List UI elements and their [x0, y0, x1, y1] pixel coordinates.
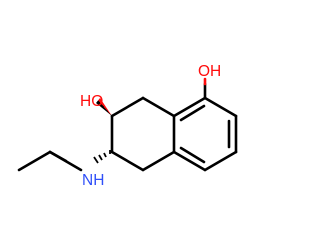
bond-ar-6-inner [179, 104, 206, 122]
hashed-wedge-nh [93, 150, 111, 164]
bond-ar-4-inner [179, 146, 206, 164]
bond-ar-3 [203, 150, 238, 172]
bond-ar-1 [203, 96, 238, 118]
bond-c1-c2 [17, 150, 52, 172]
bond-sat-1 [141, 96, 176, 118]
bond-n-c1-black [48, 150, 68, 163]
bond-ar-6 [172, 96, 207, 118]
bond-ar-4 [172, 150, 207, 172]
ring-bonds [110, 96, 238, 172]
molecule-structure: OH HO NH [17, 63, 238, 189]
bond-sat-5 [141, 150, 176, 172]
bond-sat-2 [110, 96, 145, 118]
atom-label-ho-left: HO [80, 93, 103, 110]
atom-label-nh: NH [82, 172, 104, 189]
wedge-bond-ho [96, 98, 112, 116]
atom-label-oh-right: OH [198, 63, 221, 80]
bond-sat-4 [110, 150, 145, 172]
